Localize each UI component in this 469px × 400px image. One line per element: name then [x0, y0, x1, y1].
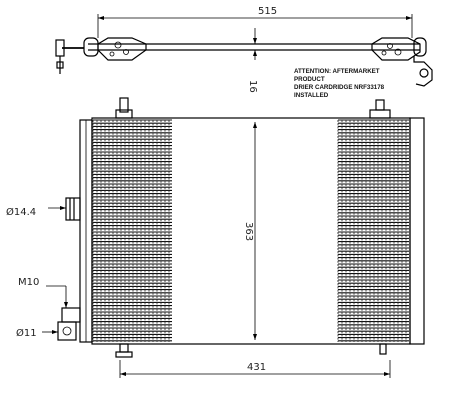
aftermarket-note: ATTENTION: AFTERMARKET PRODUCT DRIER CAR… — [294, 68, 385, 99]
top-bracket-view: 515 16 — [55, 6, 433, 93]
note-line-2: PRODUCT — [294, 76, 325, 83]
condenser-front-view: 363 431 Ø14.4 M10 Ø11 — [6, 97, 425, 378]
note-line-3: DRIER CARDRIDGE NRF33178 — [294, 84, 385, 91]
fin-block-right — [337, 119, 409, 342]
fin-block-left — [92, 119, 172, 342]
note-line-1: ATTENTION: AFTERMARKET — [294, 68, 380, 75]
thread-label: M10 — [18, 277, 39, 288]
core-height-label: 363 — [243, 222, 254, 241]
inlet-diameter-label: Ø14.4 — [6, 206, 36, 218]
outlet-diameter-label: Ø11 — [16, 327, 37, 339]
top-bracket-gap-label: 16 — [247, 80, 258, 93]
core-width-label: 431 — [247, 362, 266, 373]
note-line-4: INSTALLED — [294, 92, 329, 99]
top-bracket-length-label: 515 — [258, 6, 277, 17]
